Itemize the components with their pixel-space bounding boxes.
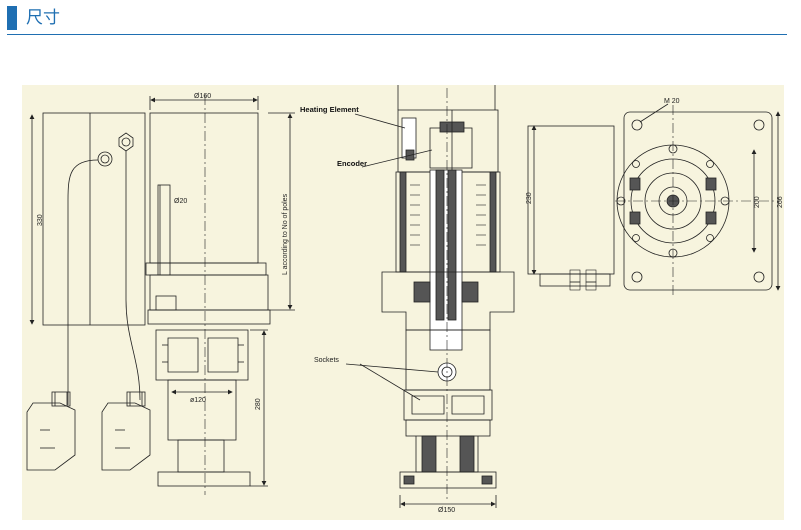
label-dia120: ø120 [190, 397, 206, 404]
technical-drawing: Ø160 Ø20 330 L according to No of poles … [22, 85, 784, 520]
label-dim330: 330 [37, 214, 44, 226]
label-dia160: Ø160 [194, 93, 211, 100]
label-dim200: 200 [754, 196, 761, 208]
drawing-canvas: Ø160 Ø20 330 L according to No of poles … [26, 85, 784, 514]
label-dim266: 266 [777, 196, 784, 208]
end-view [615, 103, 781, 297]
label-dia150: Ø150 [438, 507, 455, 514]
label-l-note: L according to No of poles [282, 193, 289, 275]
right-side-view [527, 125, 615, 291]
label-dim230: 230 [526, 192, 533, 204]
label-m20: M 20 [664, 98, 680, 105]
connector-plug-right [101, 391, 151, 471]
section-view [345, 85, 515, 508]
front-view [145, 95, 295, 495]
connector-plug-left [26, 391, 76, 471]
side-view [26, 112, 151, 471]
section-title: 尺寸 [26, 8, 60, 28]
header-rule [7, 34, 787, 35]
label-sockets: Sockets [314, 357, 339, 364]
label-heating-element: Heating Element [300, 105, 359, 114]
header-accent-bar [7, 6, 17, 30]
section-header: 尺寸 [0, 0, 801, 40]
label-encoder: Encoder [337, 159, 367, 168]
label-dim280: 280 [255, 398, 262, 410]
label-dia20: Ø20 [174, 198, 187, 205]
